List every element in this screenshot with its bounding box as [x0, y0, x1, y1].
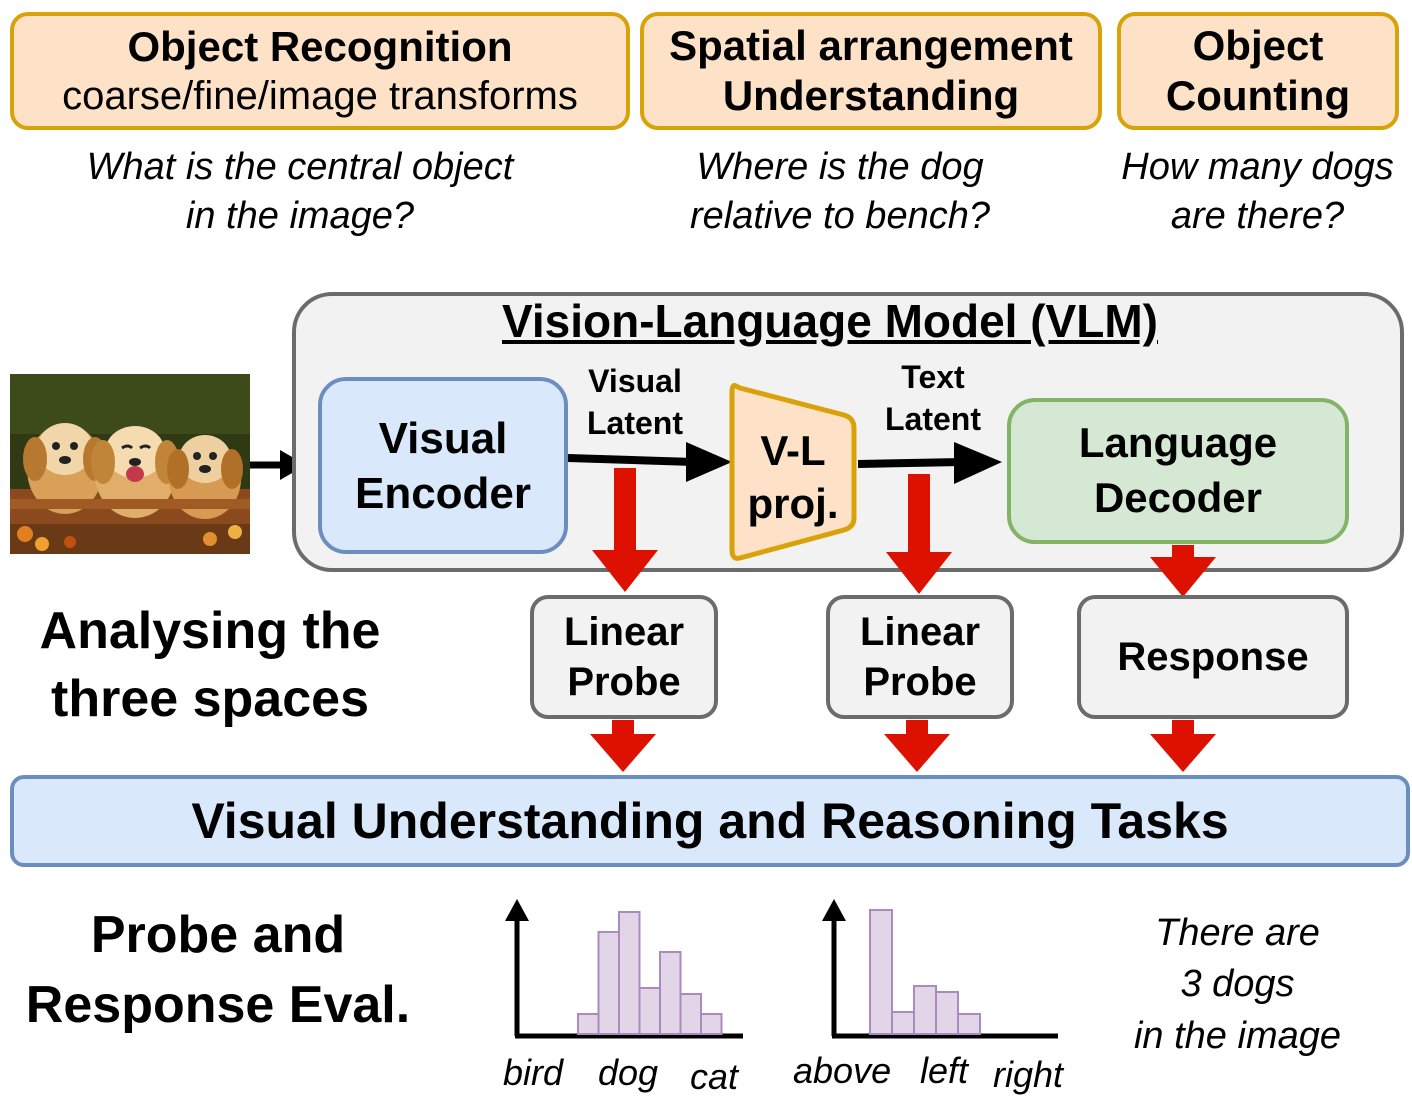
decoder-label: Language [1078, 419, 1278, 467]
vlm-title: Vision-Language Model (VLM) [502, 295, 1158, 347]
spatial-probe-chart [822, 899, 1058, 1039]
encoder-label: Encoder [354, 468, 532, 518]
latent-label-line: Latent [587, 404, 683, 441]
tick-label-cat: cat [690, 1056, 739, 1097]
task-title: Spatial arrangement [669, 21, 1073, 69]
tick-label-left: left [920, 1050, 969, 1091]
question-line: in the image? [185, 195, 415, 238]
question-line: Where is the dog [696, 146, 984, 188]
latent-label-line: Text [901, 359, 965, 395]
red-arrow-icon [590, 720, 656, 772]
question-line: What is the central object [86, 146, 514, 188]
question-line: relative to bench? [690, 195, 990, 238]
proj-label-line: proj. [747, 479, 839, 527]
decoder-label: Decoder [1093, 474, 1263, 521]
linear-probe-text: Linear Probe [826, 595, 1014, 719]
histogram-bar [869, 909, 893, 1035]
probe-label: Probe [863, 660, 977, 704]
answer-line: There are [1155, 912, 1320, 954]
proj-to-decoder-arrow-icon [858, 442, 1002, 484]
text-latent-label: Text Latent [868, 357, 998, 440]
histogram-bar [577, 1013, 600, 1035]
tick-label-dog: dog [598, 1052, 659, 1093]
latent-label-line: Latent [885, 400, 981, 437]
probe-label: Linear [859, 610, 981, 654]
proj-label: V-L proj. [728, 425, 858, 530]
eval-line: Response Eval. [25, 976, 411, 1035]
response-answer: There are 3 dogs in the image [1110, 908, 1365, 1062]
red-arrow-icon [592, 468, 658, 592]
analysing-line: three spaces [51, 669, 369, 728]
visual-encoder: Visual Encoder [318, 377, 568, 554]
histogram-bar [700, 1013, 723, 1035]
vl-projector [729, 383, 857, 561]
latent-label-line: Visual [588, 363, 682, 399]
task-object-recognition: Object Recognition coarse/fine/image tra… [10, 12, 630, 130]
eval-line: Probe and [90, 906, 346, 964]
task-title: Object [1192, 21, 1324, 69]
question-line: How many dogs [1121, 146, 1394, 188]
eval-label: Probe and Response Eval. [8, 900, 428, 1040]
histogram-bar [638, 987, 661, 1035]
red-arrow-icon [886, 474, 952, 594]
question-spatial: Where is the dog relative to bench? [640, 143, 1040, 242]
y-axis-arrow-icon [822, 899, 846, 921]
task-title: Counting [1165, 72, 1351, 119]
visual-latent-label: Visual Latent [570, 361, 700, 444]
histogram-bar [957, 1013, 981, 1035]
histogram-bar [913, 985, 937, 1035]
histogram-bar [891, 1011, 915, 1035]
task-subtitle: coarse/fine/image transforms [62, 74, 578, 119]
encoder-label: Visual [378, 413, 508, 463]
question-recognition: What is the central object in the image? [40, 143, 560, 242]
histogram-bar [935, 991, 959, 1035]
puppies-image [10, 374, 250, 554]
task-title: Understanding [722, 72, 1020, 119]
histogram-bar [659, 951, 682, 1035]
probe-label: Linear [563, 610, 685, 654]
tasks-bar: Visual Understanding and Reasoning Tasks [10, 775, 1410, 867]
analysing-line: Analysing the [39, 602, 381, 660]
y-axis-arrow-icon [505, 899, 529, 921]
answer-line: in the image [1133, 1014, 1341, 1057]
tick-label-bird: bird [503, 1052, 564, 1093]
histogram-bar [679, 993, 702, 1035]
response-label: Response [1117, 635, 1309, 679]
tasks-bar-label: Visual Understanding and Reasoning Tasks [191, 793, 1229, 849]
encoder-to-proj-arrow-icon [568, 442, 732, 482]
histogram-bar [618, 911, 641, 1035]
answer-line: 3 dogs [1180, 963, 1295, 1006]
histogram-bar [597, 931, 620, 1035]
red-arrow-icon [884, 720, 950, 772]
question-counting: How many dogs are there? [1105, 143, 1410, 242]
analysing-label: Analysing the three spaces [10, 598, 410, 733]
response-box: Response [1077, 595, 1349, 719]
tick-label-right: right [993, 1054, 1064, 1095]
tick-label-above: above [793, 1050, 892, 1091]
task-title: Object Recognition [127, 22, 513, 70]
proj-label-line: V-L [760, 427, 826, 474]
question-line: are there? [1170, 195, 1345, 238]
probe-label: Probe [567, 660, 681, 704]
object-probe-chart [505, 899, 743, 1039]
language-decoder: Language Decoder [1007, 398, 1349, 544]
linear-probe-visual: Linear Probe [530, 595, 718, 719]
task-spatial-arrangement: Spatial arrangement Understanding [640, 12, 1102, 130]
red-arrow-icon [1150, 545, 1216, 597]
red-arrow-icon [1150, 720, 1216, 772]
task-object-counting: Object Counting [1117, 12, 1399, 130]
